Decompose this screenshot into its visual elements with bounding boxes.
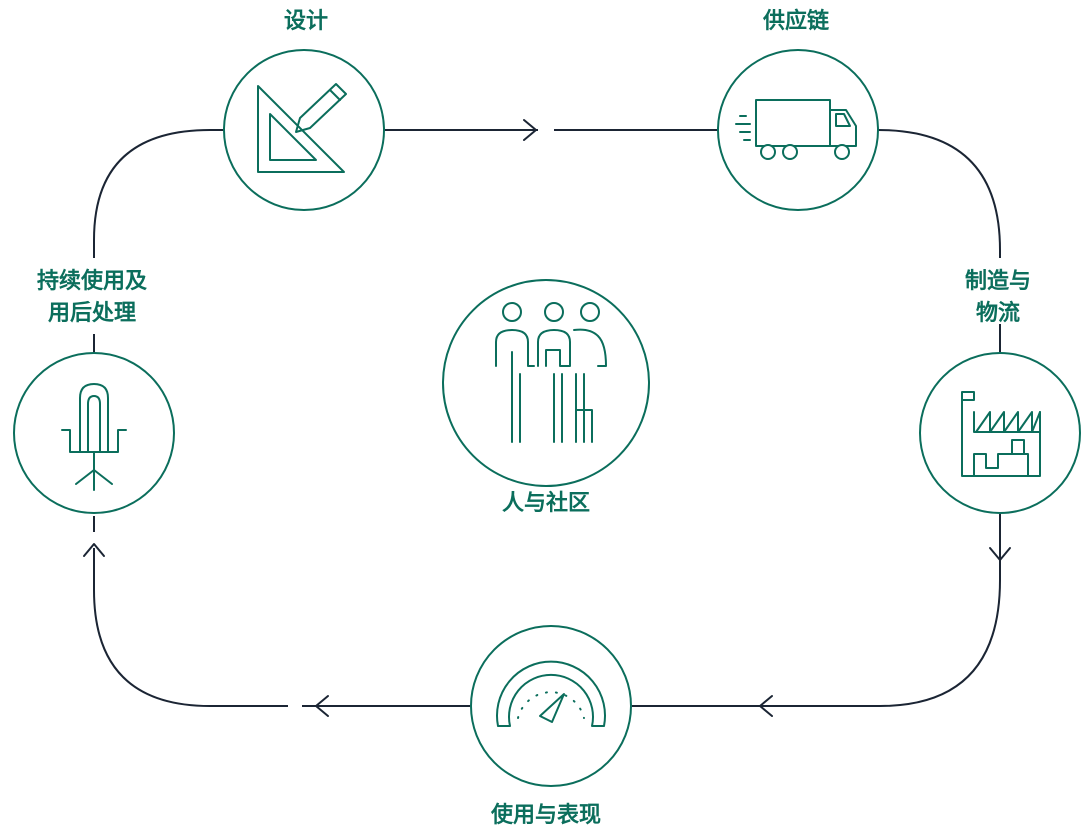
- center-circle: [442, 279, 650, 487]
- stage-label-manufacturing: 制造与 物流: [938, 266, 1058, 330]
- path-mfg-to-bottom: [746, 514, 1001, 707]
- end-of-life-circle: [13, 352, 175, 514]
- lifecycle-path: [93, 129, 1001, 707]
- set-square-pencil-icon: [257, 83, 347, 173]
- stage-label-end-of-life-line1: 持续使用及: [36, 269, 147, 294]
- arrow-down-right: [989, 547, 1011, 561]
- path-supply-to-mfg: [877, 129, 1001, 258]
- delivery-truck-icon: [735, 99, 857, 160]
- supply-circle: [717, 49, 879, 211]
- gauge-icon: [496, 660, 606, 727]
- arrow-left-bottom-right: [759, 695, 773, 717]
- flow-arrows: [83, 119, 1011, 717]
- path-left-top: [93, 129, 224, 258]
- path-left-corner: [93, 548, 288, 707]
- arrow-right-top: [523, 119, 537, 141]
- stage-label-end-of-life-line2: 用后处理: [47, 301, 136, 326]
- stage-label-use: 使用与表现: [490, 803, 601, 828]
- stage-label-end-of-life: 持续使用及 用后处理: [12, 266, 172, 330]
- stage-label-supply: 供应链: [762, 9, 829, 34]
- arrow-up-left: [83, 543, 105, 557]
- people-group-icon: [495, 302, 607, 443]
- stage-label-manufacturing-line2: 物流: [975, 301, 1020, 326]
- factory-icon: [961, 391, 1041, 477]
- office-chair-icon: [61, 383, 127, 491]
- stage-label-manufacturing-line1: 制造与: [964, 269, 1031, 294]
- stage-label-design: 设计: [283, 9, 328, 34]
- stage-circles: [13, 49, 1081, 787]
- center-label: 人与社区: [501, 491, 590, 516]
- arrow-left-bottom-left: [315, 695, 329, 717]
